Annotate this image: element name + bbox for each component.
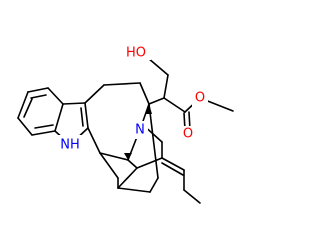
ester-carbonyl-oxygen-label: O [183, 127, 193, 142]
ester-ether-oxygen-label: O [195, 91, 205, 106]
molecule-structure: HO O O N NH [17, 42, 234, 204]
indole-nitrogen-label: NH [60, 138, 80, 153]
hydroxyl-label: HO [126, 46, 146, 61]
stereo-wedges [124, 104, 152, 160]
atom-labels: HO O O N NH [56, 42, 208, 153]
bond-skeleton [17, 57, 234, 204]
bridge-nitrogen-label: N [135, 123, 145, 138]
